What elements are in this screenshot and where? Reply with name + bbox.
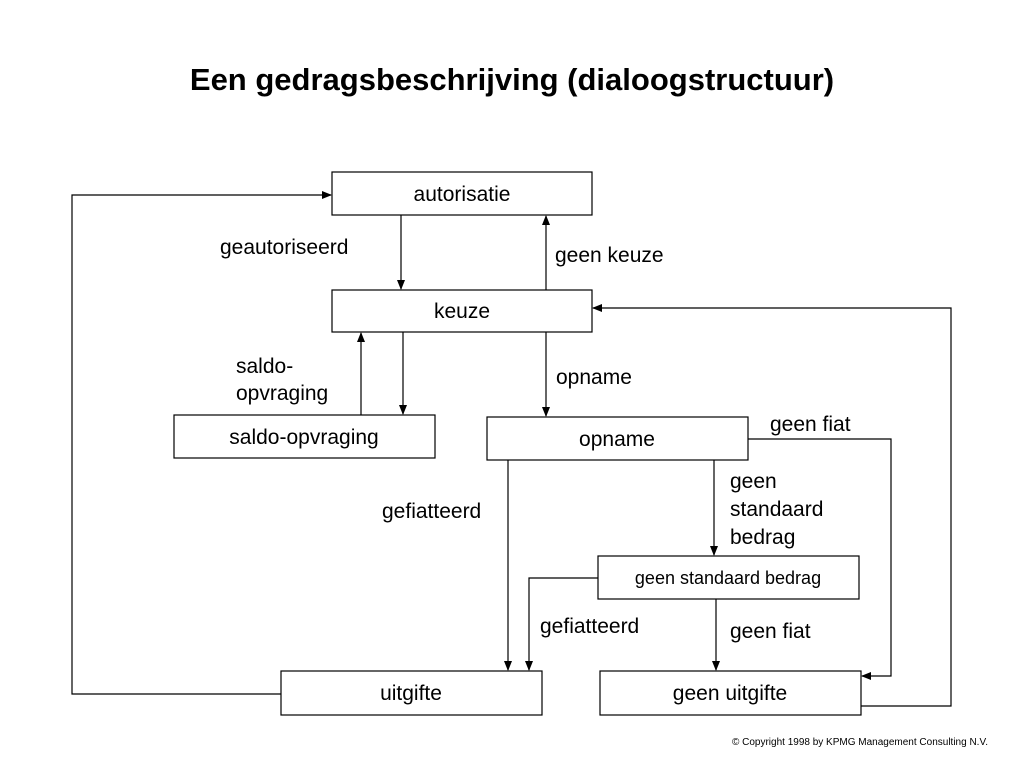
label-geen-fiat-1: geen fiat — [770, 413, 851, 436]
box-autorisatie-label: autorisatie — [414, 183, 511, 206]
arrow-geen-standaard-bedrag-to-uitgifte — [525, 577, 598, 671]
box-saldo-opvraging-label: saldo-opvraging — [229, 426, 378, 449]
label-saldo-opvraging-line1: saldo- — [236, 355, 293, 378]
box-autorisatie: autorisatie — [331, 171, 593, 216]
box-saldo-opvraging: saldo-opvraging — [173, 414, 436, 459]
box-uitgifte-label: uitgifte — [380, 682, 442, 705]
label-geen-fiat-2: geen fiat — [730, 620, 811, 643]
box-keuze-label: keuze — [434, 300, 490, 323]
box-keuze: keuze — [331, 289, 593, 333]
box-opname-label: opname — [579, 428, 655, 451]
box-geen-uitgifte: geen uitgifte — [599, 670, 862, 716]
label-gefiatteerd-2: gefiatteerd — [540, 615, 639, 638]
box-geen-uitgifte-label: geen uitgifte — [673, 682, 787, 705]
label-gefiatteerd-1: gefiatteerd — [382, 500, 481, 523]
box-geen-standaard-bedrag-label: geen standaard bedrag — [635, 568, 821, 588]
label-saldo-opvraging-line2: opvraging — [236, 382, 328, 405]
box-opname: opname — [486, 416, 749, 461]
page-title: Een gedragsbeschrijving (dialoogstructuu… — [189, 62, 835, 97]
label-geautoriseerd: geautoriseerd — [220, 236, 348, 259]
box-geen-standaard-bedrag: geen standaard bedrag — [597, 555, 860, 600]
arrow-opname-geen-fiat — [748, 438, 892, 680]
copyright-notice: © Copyright 1998 by KPMG Management Cons… — [731, 737, 988, 748]
label-geen-keuze: geen keuze — [555, 244, 664, 267]
label-geen-standaard-bedrag-line3: bedrag — [730, 526, 795, 549]
label-opname: opname — [556, 366, 632, 389]
arrow-uitgifte-to-autorisatie — [71, 191, 332, 695]
box-uitgifte: uitgifte — [280, 670, 543, 716]
label-geen-standaard-bedrag-line1: geen — [730, 470, 777, 493]
arrow-geen-uitgifte-to-keuze — [592, 304, 952, 707]
label-geen-standaard-bedrag-line2: standaard — [730, 498, 823, 521]
